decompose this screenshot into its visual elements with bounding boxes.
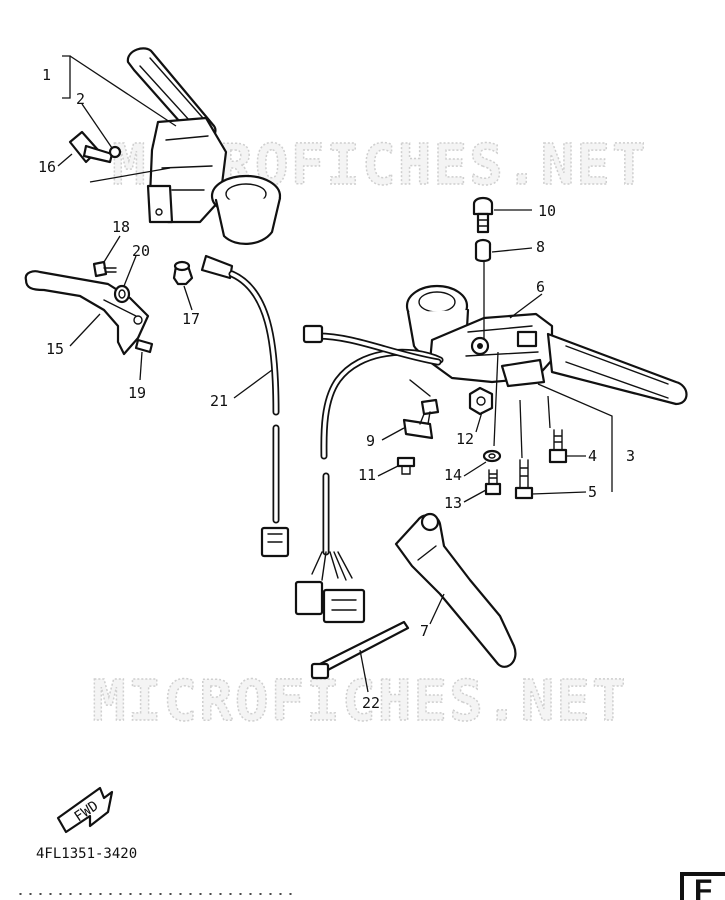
- part-12-nut: [468, 386, 494, 416]
- part-18-bolt: [92, 260, 117, 278]
- corner-tab: F: [680, 872, 725, 900]
- callout-10: 10: [538, 202, 556, 220]
- part-11-screw: [396, 456, 416, 475]
- part-5-screw: [514, 459, 534, 500]
- leader-lines: [57, 55, 613, 693]
- part-22-cable-tie: [310, 620, 410, 680]
- callout-22: 22: [362, 694, 380, 712]
- switch-harness: [294, 324, 444, 624]
- callout-7: 7: [420, 622, 429, 640]
- part-14-washer: [482, 449, 502, 463]
- left-handlebar-switch: [126, 47, 282, 245]
- callout-15: 15: [46, 340, 64, 358]
- part-4-screw: [548, 429, 568, 464]
- callout-19: 19: [128, 384, 146, 402]
- callout-17: 17: [182, 310, 200, 328]
- part-15-lever: [24, 270, 150, 356]
- corner-letter: F: [694, 874, 712, 900]
- fwd-arrow-icon: FWD: [56, 786, 114, 834]
- part-20-collar: [113, 284, 131, 304]
- callout-20: 20: [132, 242, 150, 260]
- part-8-sleeve: [474, 238, 492, 263]
- callout-4: 4: [588, 447, 597, 465]
- callout-14: 14: [444, 466, 462, 484]
- part-19-screw: [134, 338, 154, 354]
- callout-9: 9: [366, 432, 375, 450]
- part-17-grommet: [172, 260, 194, 286]
- callout-18: 18: [112, 218, 130, 236]
- callout-5: 5: [588, 483, 597, 501]
- diagram-code: 4FL1351-3420: [36, 846, 137, 862]
- watermark-bottom: MICROFICHES.NET: [92, 669, 628, 734]
- callout-11: 11: [358, 466, 376, 484]
- part-21-cable: [200, 254, 290, 558]
- part-9-switch: [402, 398, 440, 440]
- part-16-screw: [68, 130, 122, 164]
- part-10-screw: [472, 196, 494, 234]
- callout-12: 12: [456, 430, 474, 448]
- master-cylinder: [405, 284, 688, 406]
- callout-2: 2: [76, 90, 85, 108]
- part-7-lever: [394, 512, 517, 668]
- callout-16: 16: [38, 158, 56, 176]
- callout-1: 1: [42, 66, 51, 84]
- callout-13: 13: [444, 494, 462, 512]
- callout-21: 21: [210, 392, 228, 410]
- part-13-bolt: [484, 469, 502, 496]
- callout-8: 8: [536, 238, 545, 256]
- callout-3: 3: [626, 447, 635, 465]
- callout-6: 6: [536, 278, 545, 296]
